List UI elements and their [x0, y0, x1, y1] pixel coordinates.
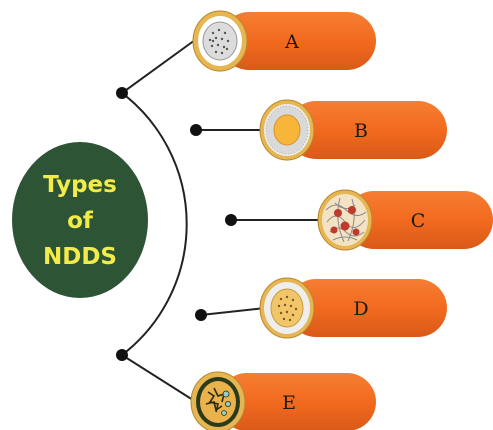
- branch-c: C: [317, 189, 493, 251]
- connector-dot: [116, 87, 128, 99]
- branch-e: E: [190, 371, 376, 430]
- center-line-3: NDDS: [43, 244, 117, 270]
- ringed-particles-cylinder-icon: [190, 371, 246, 430]
- tube-body: [287, 101, 447, 159]
- center-circle: [12, 142, 148, 298]
- tube-body: [287, 279, 447, 337]
- branch-label-d: D: [353, 298, 368, 320]
- dotted-core-cylinder-icon: [259, 277, 315, 339]
- tube-body: [218, 373, 376, 430]
- solid-core-cylinder-icon: [259, 99, 315, 161]
- connector-line-d: [200, 307, 266, 316]
- connector-dot: [190, 124, 202, 136]
- mesh-with-particles-cylinder-icon: [317, 189, 373, 251]
- center-line-1: Types: [43, 172, 117, 198]
- connector-dot: [195, 309, 207, 321]
- connector-line-e: [121, 354, 194, 401]
- branch-label-a: A: [284, 31, 299, 53]
- tube-body: [220, 12, 376, 70]
- connector-dot: [225, 214, 237, 226]
- branch-label-e: E: [282, 392, 296, 414]
- connector-arc: [121, 92, 188, 356]
- dotted-core-cylinder-icon: [192, 10, 248, 72]
- center-line-2: of: [67, 208, 94, 234]
- branch-a: A: [192, 10, 376, 72]
- branch-d: D: [259, 277, 447, 339]
- connector-line-a: [121, 39, 196, 94]
- branch-label-b: B: [354, 120, 368, 142]
- connector-dot: [116, 349, 128, 361]
- branch-b: B: [259, 99, 447, 161]
- tube-body: [345, 191, 493, 249]
- branch-label-c: C: [411, 210, 426, 232]
- center-node: Types of NDDS: [12, 142, 148, 298]
